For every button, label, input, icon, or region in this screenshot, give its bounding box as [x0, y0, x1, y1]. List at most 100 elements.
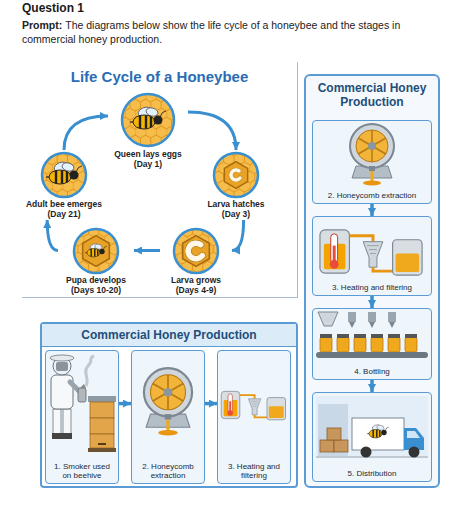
beekeeper-picture	[90, 402, 114, 418]
beekeeper-picture	[90, 418, 114, 434]
flow-arrow	[64, 116, 108, 150]
bottling-picture	[388, 312, 396, 322]
distribution-picture	[409, 447, 420, 458]
step-box: 5. Distribution	[312, 392, 432, 482]
larva-grow-picture	[174, 229, 218, 273]
beekeeper-picture	[63, 409, 71, 435]
panel-title: Commercial Honey Production	[306, 76, 438, 110]
step-label: 2. Honeycomb extraction	[135, 462, 201, 480]
larva-hatch-picture	[224, 162, 247, 189]
bottling-picture	[318, 312, 338, 326]
distribution-picture	[320, 440, 334, 452]
distribution-picture	[316, 396, 428, 458]
illustration	[312, 392, 432, 482]
bottling-picture	[405, 337, 417, 352]
stage-label: Pupa develops (Days 10-20)	[58, 276, 134, 296]
step-box: 1. Smoker used on beehive	[45, 350, 119, 484]
distribution-picture	[361, 447, 372, 458]
larva-hatch-picture	[214, 153, 258, 197]
flow-arrow	[205, 402, 217, 406]
distribution-picture	[327, 428, 341, 440]
queen-picture	[122, 94, 174, 146]
pupa-picture	[83, 236, 110, 267]
step-box: 2. Honeycomb extraction	[312, 120, 432, 204]
beekeeper-picture	[52, 433, 62, 439]
stage-label: Larva hatches (Day 3)	[198, 200, 274, 220]
bottling-picture	[368, 312, 376, 322]
heading-area: Question 1	[22, 1, 322, 15]
illustration	[305, 75, 439, 487]
step-box: 2. Honeycomb extraction	[131, 350, 205, 484]
illustration	[217, 350, 291, 484]
beekeeper-picture	[62, 433, 72, 439]
beekeeper-picture	[53, 409, 61, 435]
larva-hatch-picture	[214, 153, 258, 197]
adult-bee-picture	[42, 153, 86, 197]
pupa-picture	[85, 243, 107, 257]
bottling-picture	[371, 334, 383, 338]
heating-picture	[320, 230, 422, 275]
step-label: 1. Smoker used on beehive	[49, 462, 115, 480]
stage-node: Pupa develops (Days 10-20)	[58, 226, 134, 296]
stage-node: Larva grows (Days 4-9)	[160, 226, 232, 296]
illustration	[131, 350, 205, 484]
distribution-picture	[352, 418, 404, 450]
queen-picture	[122, 94, 174, 146]
pupa-picture	[74, 229, 118, 273]
bottling-picture	[354, 337, 366, 352]
prompt-label: Prompt:	[22, 19, 62, 31]
step-label: 5. Distribution	[316, 469, 428, 478]
panel-title: Life Cycle of a Honeybee	[22, 68, 297, 85]
production-panel: Commercial Honey Production 2. Honeycomb …	[304, 74, 440, 488]
distribution-picture	[318, 404, 348, 456]
flow-arrow	[119, 402, 131, 406]
beekeeper-picture	[86, 356, 94, 386]
distribution-picture	[316, 396, 428, 458]
adult-bee-picture	[46, 160, 82, 184]
prompt-text: The diagrams below show the life cycle o…	[22, 19, 400, 45]
bottling-picture	[316, 312, 428, 358]
adult-bee-picture	[42, 153, 86, 197]
step-box: 3. Heating and filtering	[217, 350, 291, 484]
heating-picture	[320, 230, 422, 275]
bottling-picture	[388, 334, 400, 338]
larva-grow-picture	[174, 229, 218, 273]
queen-picture	[122, 94, 174, 146]
beekeeper-picture	[88, 396, 116, 402]
illustration	[312, 308, 432, 380]
beekeeper-picture	[98, 443, 106, 445]
step-label: 2. Honeycomb extraction	[316, 191, 428, 200]
bottling-picture	[349, 322, 395, 328]
heating-picture	[221, 391, 285, 419]
beekeeper-picture	[78, 388, 86, 402]
beekeeper-picture	[50, 355, 116, 452]
beekeeper-picture	[56, 362, 68, 371]
beekeeper-picture	[80, 384, 86, 388]
extractor-picture	[144, 368, 192, 435]
stage-label: Adult bee emerges (Day 21)	[22, 200, 106, 220]
flow-arrow	[370, 204, 374, 216]
step-box: 4. Bottling	[312, 308, 432, 380]
adult-bee-picture	[42, 153, 86, 197]
larva-grow-picture	[174, 229, 218, 273]
bottling-picture	[320, 334, 332, 338]
bottling-picture	[316, 352, 428, 358]
illustration	[312, 120, 432, 204]
pupa-picture	[74, 229, 118, 273]
extractor-picture	[350, 124, 394, 186]
flow-arrow	[47, 220, 58, 251]
bottling-picture	[320, 337, 332, 352]
question-heading: Question 1	[22, 1, 322, 15]
queen-picture	[130, 105, 166, 129]
queen-picture	[122, 94, 174, 146]
beekeeper-picture	[88, 448, 116, 452]
flow-arrow	[134, 249, 160, 252]
extractor-picture	[144, 368, 192, 435]
step-box: 3. Heating and filtering	[312, 216, 432, 296]
pupa-picture	[74, 229, 118, 273]
adult-bee-picture	[42, 153, 86, 197]
extractor-picture	[350, 124, 394, 186]
bottling-picture	[371, 337, 383, 352]
